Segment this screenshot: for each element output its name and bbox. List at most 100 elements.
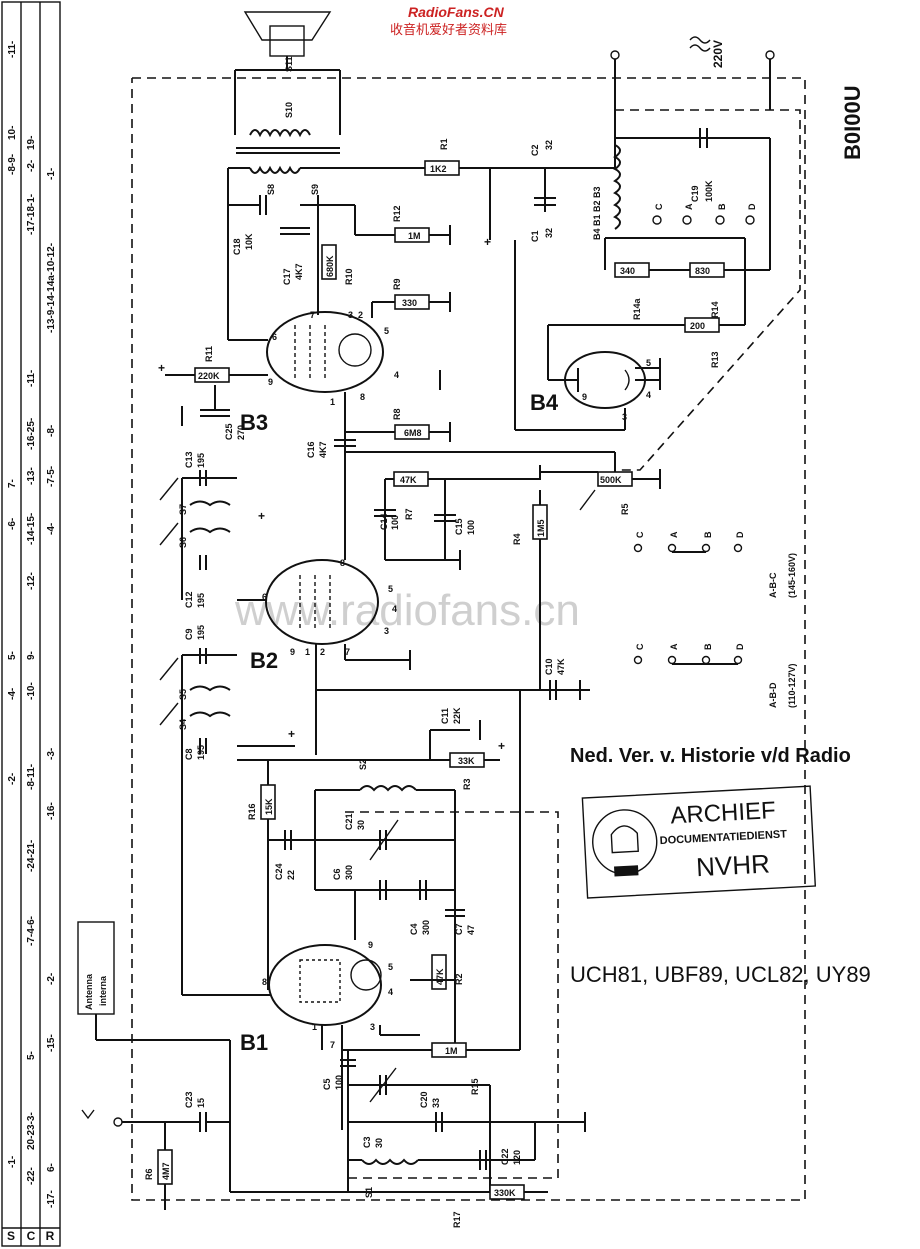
c21-label: C21 (344, 813, 354, 830)
coil-s6-label: S6 (178, 537, 188, 548)
c11-label: C11 (440, 708, 450, 724)
voltage-selector-table: C A B D A-B-C (145-160V) C A B D A-B-D (… (633, 531, 797, 708)
c11-value: 22K (452, 707, 462, 724)
antenna-input: Antenna interna C23 15 4M7 R6 (77, 921, 231, 1205)
c4-value: 300 (421, 920, 431, 935)
r2-label: R2 (454, 973, 464, 985)
selector-taps: C A B D (652, 203, 757, 225)
stamp-line3: NVHR (695, 848, 770, 882)
coil-s9-label: S9 (310, 184, 320, 195)
c2-value: 32 (544, 140, 554, 150)
strip-s-1: -1- (7, 1156, 18, 1168)
b1-pin-9: 9 (368, 940, 373, 950)
b2-pin-5: 5 (388, 584, 393, 594)
tap-d: D (747, 203, 757, 210)
archive-stamp: ARCHIEF DOCUMENTATIEDIENST NVHR (581, 785, 817, 899)
tube-b3-label: B3 (240, 410, 268, 435)
c18-value: 10K (244, 233, 254, 250)
plus-sign: + (258, 509, 265, 523)
r1-value: 1K2 (430, 164, 447, 174)
tube-b2: B2 6 8 5 4 3 9 1 2 7 (237, 452, 410, 755)
c9-value: 195 (196, 625, 206, 640)
c7-label: C7 (454, 923, 464, 935)
tube-b4: B4 9 5 4 3 (514, 240, 660, 431)
c7-value: 47 (466, 925, 476, 935)
sel-lo-caption: A-B-D (768, 682, 778, 708)
strip-r-5: -16- (46, 802, 57, 820)
c4-label: C4 (409, 923, 419, 935)
watermark-center: www.radiofans.cn (234, 586, 580, 635)
plus-sign: + (158, 361, 165, 375)
input-tuning: C5 100 C3 30 C20 33 S1 C22 120 330K R17 (230, 1050, 585, 1228)
r7-value: 47K (400, 475, 417, 485)
strip-r-4: -2- (46, 973, 57, 985)
c24-value: 22 (286, 870, 296, 880)
r6-value: 4M7 (161, 1162, 171, 1180)
r4-value: 1M5 (536, 519, 546, 537)
antenna-box-line1: Antenna (84, 973, 94, 1010)
sel-hi-d: D (735, 531, 745, 538)
r6-label: R6 (144, 1168, 154, 1180)
power-supply: R1 1K2 + C2 32 C1 32 C19 100K B4 B1 B2 B… (340, 110, 771, 368)
b4-pin-3: 3 (622, 412, 627, 422)
r13-value: 200 (690, 321, 705, 331)
sel-lo-d: D (735, 643, 745, 650)
tube-b1: B1 9 5 4 8 1 3 7 (182, 890, 455, 1130)
c17-label: C17 (282, 268, 292, 285)
r12-value: 1M (408, 231, 421, 241)
c6-label: C6 (332, 868, 342, 880)
index-strips: S C R -1- -2- -4- 5- -6- 7- -8-9- 10- -1… (1, 1, 61, 1247)
tube-b2-label: B2 (250, 648, 278, 673)
strip-r-7: -4- (46, 523, 57, 535)
r5-value: 500K (600, 475, 622, 485)
coil-s8-label: S8 (266, 184, 276, 195)
strip-s-3: -4- (7, 688, 18, 700)
c3-label: C3 (362, 1136, 372, 1148)
strip-c-16: 19- (26, 136, 37, 150)
sel-hi-a: A (669, 531, 679, 538)
ground-symbols (164, 225, 661, 1210)
coil-s5-label: S5 (178, 689, 188, 700)
strip-r-10: -13-9-14-14a-10-12- (46, 243, 57, 333)
tap-c: C (654, 203, 664, 210)
strip-c-12: -16-25- (26, 418, 37, 450)
b3-pin-8: 8 (360, 392, 365, 402)
sel-lo-range: (110-127V) (787, 663, 797, 708)
stamp-line2: DOCUMENTATIEDIENST (659, 828, 787, 847)
b3-pin-4: 4 (394, 370, 399, 380)
if-transformer-1: C9 195 S5 S4 C8 195 + C10 47K (159, 625, 590, 995)
sel-hi-b: B (703, 531, 713, 538)
c8-label: C8 (184, 748, 194, 760)
c19-value: 100K (704, 180, 714, 202)
r10-label: R10 (344, 268, 354, 285)
strip-c-11: -13- (26, 467, 37, 485)
c5-value: 100 (334, 1075, 344, 1090)
c10-value: 47K (556, 658, 566, 675)
model-title: B0I00U (840, 85, 865, 160)
c16-value: 4K7 (318, 441, 328, 458)
strip-c-3: 5- (26, 1051, 37, 1060)
b3-pin-9: 9 (268, 377, 273, 387)
chassis-outline (131, 77, 806, 1201)
c10-label: C10 (544, 658, 554, 675)
b2-pin-4: 4 (392, 604, 397, 614)
b1-pin-3: 3 (370, 1022, 375, 1032)
r14-label: R14 (710, 301, 720, 318)
b1-pin-5: 5 (388, 962, 393, 972)
volume-control: 500K R5 47K R7 C14 100 C15 100 1M5 R4 (374, 465, 660, 690)
r14a-label: R14a (632, 297, 642, 320)
strip-c-13: -11- (26, 370, 37, 387)
r1-label: R1 (439, 138, 449, 150)
strip-s-9: -11- (7, 41, 18, 58)
b2-pin-3: 3 (384, 626, 389, 636)
strip-s-5: -6- (7, 518, 18, 530)
sel-hi-c: C (635, 531, 645, 538)
sel-hi-range: (145-160V) (787, 553, 797, 598)
output-transformer: S10 S8 S9 (228, 56, 341, 195)
strip-c-15: -2- (26, 160, 37, 172)
b2-pin-6: 6 (262, 592, 267, 602)
r12-label: R12 (392, 205, 402, 222)
tube-b4-label: B4 (530, 390, 559, 415)
b3-pin-2: 2 (358, 310, 363, 320)
